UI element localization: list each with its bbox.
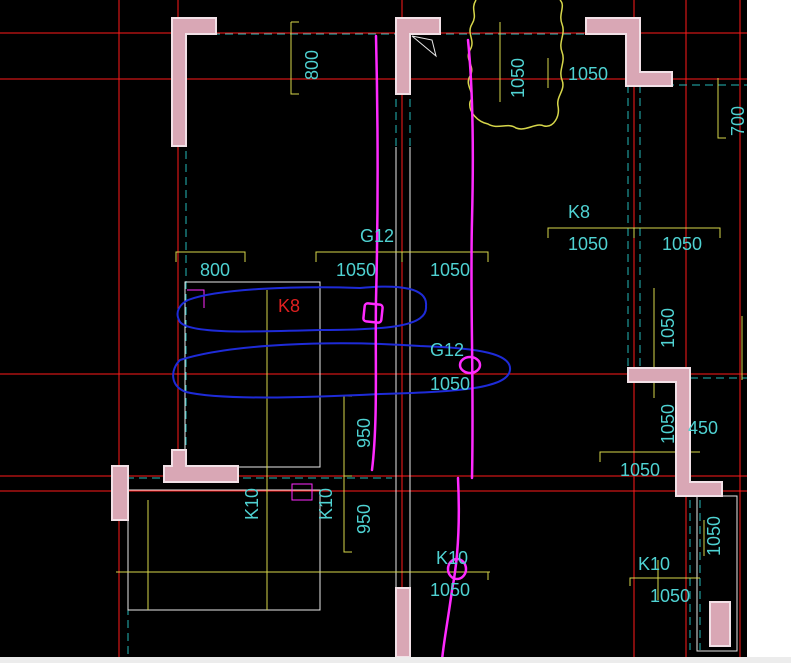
dim-label-k10-bottom: 1050 (430, 580, 470, 600)
markup-line[interactable] (441, 476, 460, 657)
dim-label-950-upper: 950 (354, 418, 374, 448)
cad-viewport[interactable]: 800 1050 1050 700 K8 1050 1050 G12 800 1… (0, 0, 747, 657)
slab-outline (184, 281, 321, 468)
beam-lines (116, 290, 659, 610)
dim-label-1050-right-upper: 1050 (658, 308, 678, 348)
wall-segment (709, 601, 731, 647)
dimension-bracket (290, 22, 299, 95)
markup-mark[interactable] (446, 557, 468, 581)
door-swing (411, 35, 437, 58)
dim-label-g12-left: 1050 (336, 260, 376, 280)
wall-segment (111, 465, 129, 521)
dimension-bracket (175, 251, 246, 262)
k10-label-left: K10 (242, 488, 262, 520)
bottom-strip (0, 657, 791, 663)
dim-label-800-top: 800 (302, 50, 322, 80)
g12-label-top: G12 (360, 226, 394, 246)
wall-segment (171, 17, 217, 147)
floor-plan-drawing: 800 1050 1050 700 K8 1050 1050 G12 800 1… (0, 0, 747, 657)
dim-label-k10-right: 1050 (650, 586, 690, 606)
dim-label-800-mid: 800 (200, 260, 230, 280)
markup-line[interactable] (370, 34, 379, 472)
dim-label-450: 450 (688, 418, 718, 438)
wall-segment (395, 587, 411, 657)
dim-label-1050-right-bottom: 1050 (704, 516, 724, 556)
k8-label-top: K8 (568, 202, 590, 222)
dim-label-950-lower: 950 (354, 504, 374, 534)
markup-mark[interactable] (362, 302, 384, 324)
door-marks (187, 35, 437, 501)
dim-label-1050-vertical: 1050 (508, 58, 528, 98)
highlight-loop[interactable] (176, 285, 428, 333)
dim-label-g12-right: 1050 (430, 260, 470, 280)
highlight-loop[interactable] (172, 342, 512, 399)
dim-label-1050-right-lower: 1050 (658, 404, 678, 444)
dimension-bracket (599, 451, 700, 462)
dim-label-g12-mid: 1050 (430, 374, 470, 394)
wall-segment (395, 17, 441, 95)
dim-label-1050-right-horizontal: 1050 (620, 460, 660, 480)
markup-line[interactable] (466, 38, 475, 480)
drawing-labels: 800 1050 1050 700 K8 1050 1050 G12 800 1… (200, 50, 747, 606)
k8-label-mid: K8 (278, 296, 300, 316)
g12-label-mid: G12 (430, 340, 464, 360)
k10-label-center: K10 (316, 488, 336, 520)
markup-mark[interactable] (458, 355, 482, 375)
door-swing (291, 483, 313, 501)
k10-label-right: K10 (638, 554, 670, 574)
wall-segment (163, 449, 239, 483)
walls (111, 17, 731, 657)
dimension-bracket (717, 78, 726, 139)
dimension-bracket (629, 577, 700, 586)
dim-label-k8-left: 1050 (568, 234, 608, 254)
dimension-bracket (343, 395, 352, 553)
wall-segment (627, 367, 723, 497)
slab-outline (127, 489, 321, 611)
dim-label-700: 700 (728, 106, 747, 136)
wall-segment (585, 17, 673, 87)
door-swing (187, 289, 205, 308)
dim-label-k8-right: 1050 (662, 234, 702, 254)
k10-label-bottom: K10 (436, 548, 468, 568)
dim-label-1050-top-right: 1050 (568, 64, 608, 84)
